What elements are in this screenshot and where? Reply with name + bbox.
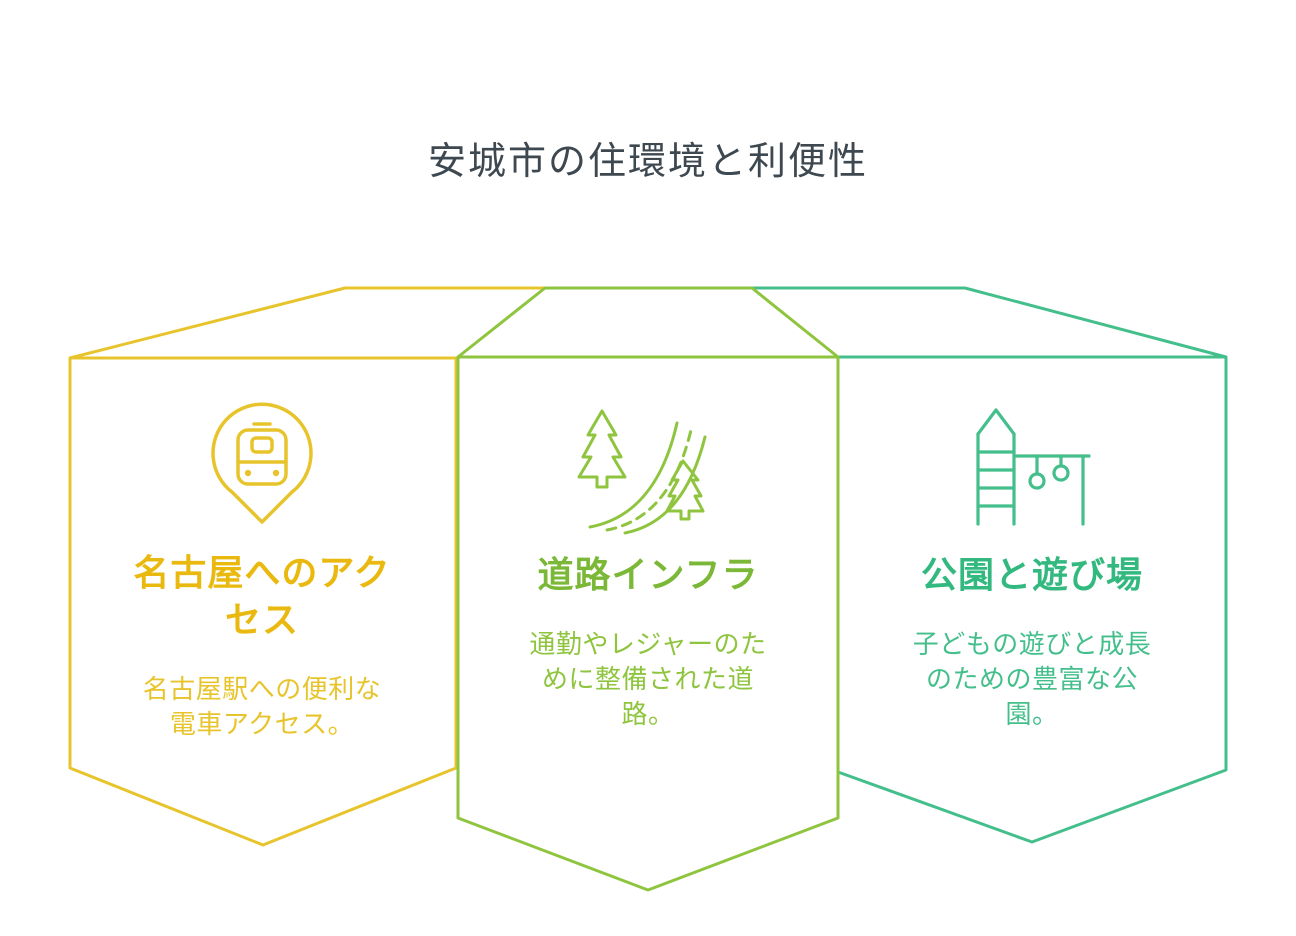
card-desc-nagoya-access: 名古屋駅への便利な 電車アクセス。 [142, 673, 382, 739]
card-left-body [68, 356, 458, 847]
ring-right [1052, 464, 1070, 482]
road-edge-left [588, 421, 679, 529]
ring-left [1028, 472, 1046, 490]
train-light-left [244, 469, 252, 477]
card-right-roof-outline [752, 286, 1227, 359]
road-trees-icon [577, 409, 707, 535]
card-desc-road-infrastructure: 通勤やレジャーのた めに整備された道 路。 [529, 628, 767, 729]
road-edge-right [623, 435, 707, 535]
train-body [236, 428, 288, 486]
road-center-dashed [605, 428, 693, 532]
tree-large [577, 409, 627, 489]
card-middle-roof [456, 286, 840, 359]
card-left-text: 名古屋へのアク セス 名古屋駅への便利な 電車アクセス。 [92, 550, 432, 742]
pin-outline [211, 402, 313, 524]
tree-small [665, 459, 705, 521]
card-title-road-infrastructure: 道路インフラ [537, 554, 759, 595]
card-middle-body [456, 355, 840, 892]
train-light-right [272, 469, 280, 477]
card-right-text: 公園と遊び場 子どもの遊びと成長 のための豊富な公 園。 [862, 552, 1202, 732]
playground-icon [976, 408, 1091, 526]
card-left-roof-outline [69, 286, 545, 360]
card-title-parks-playgrounds: 公園と遊び場 [920, 554, 1143, 595]
card-desc-parks-playgrounds: 子どもの遊びと成長 のための豊富な公 園。 [912, 628, 1152, 729]
train-pin-icon [211, 402, 313, 524]
tower-rungs [976, 450, 1016, 508]
card-middle-text: 道路インフラ 通勤やレジャーのた めに整備された道 路。 [478, 552, 818, 732]
train-window [250, 436, 274, 454]
tower-roof [976, 408, 1016, 436]
page-title: 安城市の住環境と利便性 [427, 141, 868, 183]
card-title-nagoya-access: 名古屋へのアク セス [133, 552, 391, 640]
